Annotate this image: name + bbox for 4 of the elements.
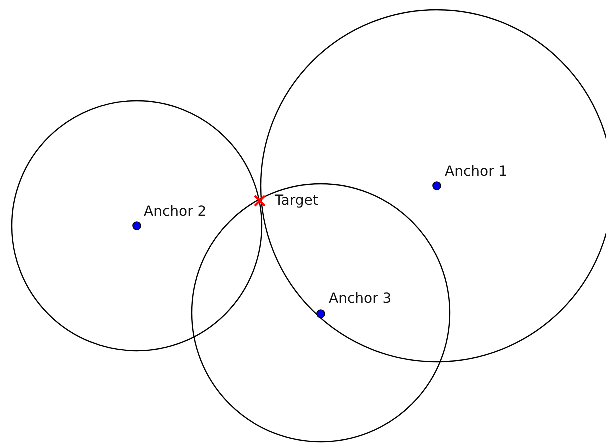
target-label: Target	[275, 193, 318, 209]
anchor-label: Anchor 1	[445, 164, 508, 180]
anchor-label: Anchor 3	[329, 291, 392, 307]
anchor-label: Anchor 2	[144, 204, 207, 220]
